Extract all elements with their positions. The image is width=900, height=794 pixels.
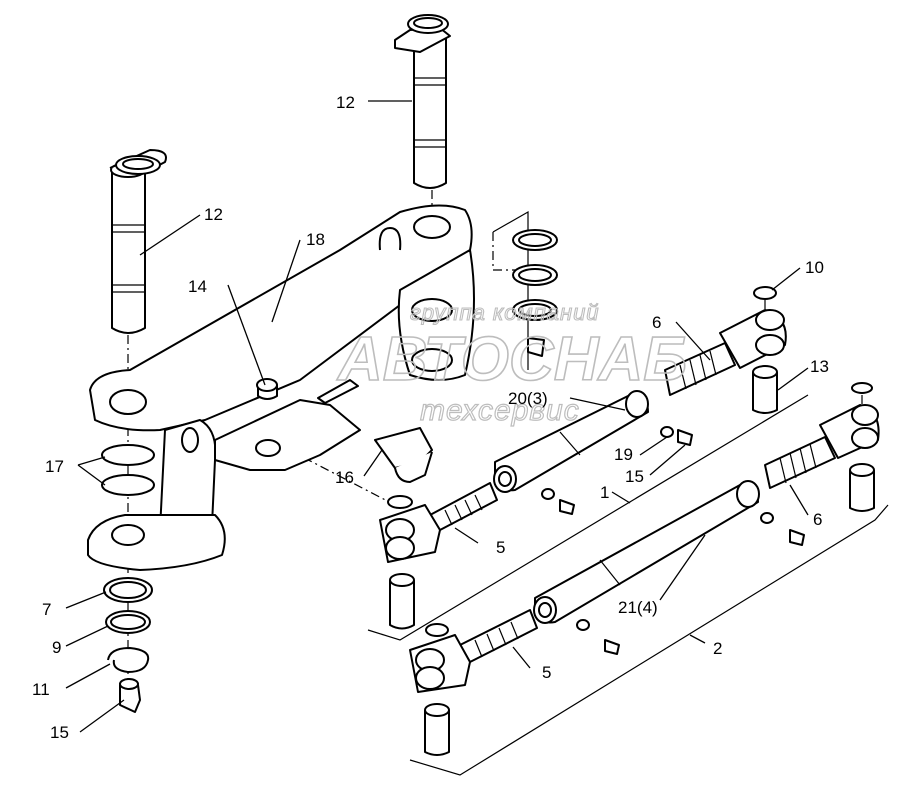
washer-7 [103,577,153,603]
callout-6-lower: 6 [813,510,822,529]
pin-12-left [109,149,167,334]
svg-text:АВТОСНАБ: АВТОСНАБ [336,325,687,394]
watermark-logo: группа компаний АВТОСНАБ техсервис [335,299,688,427]
bracket-18 [87,204,475,571]
tie-rod-1 [379,286,787,630]
callout-11: 11 [32,680,50,699]
callout-13: 13 [810,357,829,376]
seal-rings-3 [512,229,558,357]
callout-15-left: 15 [50,723,69,742]
grease-nipple-14 [256,378,278,400]
circlip-11 [107,647,150,673]
svg-text:техсервис: техсервис [420,394,580,427]
callout-20-3: 20(3) [508,389,548,408]
pin-12-top [394,14,451,189]
callout-9: 9 [52,638,61,657]
callout-2: 2 [713,639,722,658]
callout-21-4: 21(4) [618,598,658,617]
callout-7: 7 [42,600,51,619]
tie-rod-2 [409,382,880,756]
svg-text:группа компаний: группа компаний [410,300,600,325]
lock-plate-16 [317,379,433,483]
callout-10: 10 [805,258,824,277]
callout-18: 18 [306,230,325,249]
callout-12-left: 12 [204,205,223,224]
callout-14: 14 [188,277,207,296]
grease-nipple-15-left [119,678,141,713]
callout-17: 17 [45,457,64,476]
callout-12-top: 12 [336,93,355,112]
callout-5-upper: 5 [496,538,505,557]
spacer-17 [101,444,155,496]
callout-16: 16 [335,468,354,487]
leader-lines [65,100,809,733]
callout-19: 19 [614,445,633,464]
callout-5-lower: 5 [542,663,551,682]
callout-1: 1 [600,483,609,502]
washer-9 [105,610,151,634]
callout-15-right: 15 [625,467,644,486]
callout-labels: 12 12 18 14 17 7 9 11 15 16 5 10 6 13 20… [32,93,829,742]
callout-6-upper: 6 [652,313,661,332]
